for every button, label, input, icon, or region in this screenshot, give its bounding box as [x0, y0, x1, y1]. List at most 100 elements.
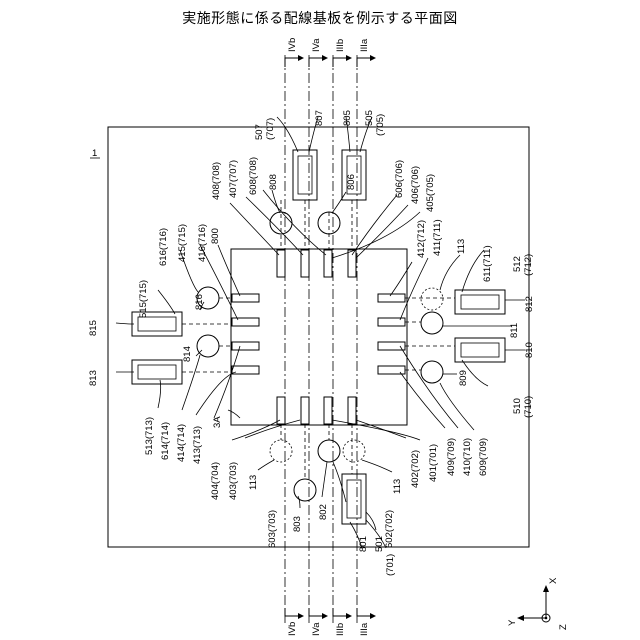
terminals-left [232, 294, 259, 374]
ref-408: 408(708) [211, 162, 222, 200]
via-802 [318, 440, 340, 462]
ref-411: 411(711) [432, 219, 443, 256]
ref-807: 807 [314, 110, 325, 126]
terminals-bottom [277, 397, 356, 424]
ref-606: 606(706) [394, 160, 405, 198]
section-label-ivb-top: IVb [287, 38, 298, 52]
section-label-iiia-bottom: IIIa [359, 622, 370, 636]
dashed-wiring [182, 200, 455, 479]
ref-405: 405(705) [425, 174, 436, 212]
pad-701 [347, 480, 361, 518]
coordinate-axes: X Y Z [507, 577, 569, 630]
pad-513 [132, 360, 182, 384]
via-113-right [421, 288, 443, 310]
via-811 [421, 312, 443, 334]
ref-413: 413(713) [192, 426, 203, 464]
ref-801: 801 [358, 536, 369, 552]
ref-811: 811 [509, 323, 520, 338]
ref-602: 602(702) [384, 510, 395, 548]
ref-810: 810 [524, 342, 535, 358]
section-label-iiib-top: IIIb [335, 39, 346, 52]
component-label: 800 [210, 228, 221, 244]
ref-515: 515(715) [138, 280, 149, 318]
z-axis-label: Z [558, 624, 569, 630]
section-label-ivb-bottom: IVb [287, 622, 298, 636]
figure-number: 1 [92, 148, 97, 159]
section-labels-bottom: IVb IVa IIIb IIIa [287, 622, 370, 636]
ref-416: 416(716) [197, 224, 208, 262]
via-113-bottom-left [270, 440, 292, 462]
ref-609: 609(709) [478, 438, 489, 476]
section-label-iiia-top: IIIa [359, 38, 370, 52]
ref-712: (712) [523, 254, 534, 276]
ref-614: 614(714) [160, 422, 171, 460]
ref-710: (710) [523, 396, 534, 418]
leader-lines [116, 117, 525, 548]
ref-812: 812 [524, 296, 535, 312]
substrate-outline [108, 127, 529, 547]
pad-712 [461, 295, 499, 309]
ref-414: 414(714) [176, 424, 187, 462]
section-arrows-top [285, 55, 376, 67]
ref-404: 404(704) [210, 462, 221, 500]
ref-410: 410(710) [462, 438, 473, 476]
terminals-right [378, 294, 405, 374]
ref-403: 403(703) [228, 462, 239, 500]
via-803 [294, 479, 316, 501]
ref-608: 608(708) [248, 157, 259, 195]
pad-713 [138, 365, 176, 379]
pad-710 [461, 343, 499, 357]
ref-616: 616(716) [158, 228, 169, 266]
ref-412: 412(712) [416, 220, 427, 258]
ref-501: 501 [374, 536, 385, 552]
section-label-iva-bottom: IVa [311, 622, 322, 636]
ref-815: 815 [88, 320, 99, 336]
ref-409: 409(709) [446, 438, 457, 476]
ref-806: 806 [346, 174, 357, 190]
ref-803: 803 [292, 516, 303, 532]
x-axis-arrow [543, 585, 549, 592]
section-arrows-bottom [285, 608, 376, 619]
pad-510 [455, 338, 505, 362]
ref-406: 406(706) [410, 166, 421, 204]
ref-513: 513(713) [144, 417, 155, 455]
pad-715 [138, 317, 176, 331]
y-axis-label: Y [507, 619, 518, 626]
ref-802: 802 [318, 504, 329, 520]
pad-507 [293, 150, 317, 200]
ref-611: 611(711) [482, 245, 493, 282]
via-113-bottom-right [343, 440, 365, 462]
ref-701: (701) [385, 554, 396, 576]
ref-113-bottom-right: 113 [392, 479, 403, 494]
ref-415: 415(715) [177, 224, 188, 262]
ref-510: 510 [512, 398, 523, 414]
ref-805: 805 [342, 110, 353, 126]
x-axis-label: X [548, 577, 559, 584]
ref-809: 809 [458, 370, 469, 386]
ref-401: 401(701) [428, 444, 439, 482]
via-809 [421, 361, 443, 383]
ref-402: 402(702) [410, 450, 421, 488]
ref-512: 512 [512, 256, 523, 272]
ref-603: 603(703) [267, 510, 278, 548]
ref-507: 507 [254, 124, 265, 140]
ref-707: (707) [265, 118, 276, 140]
y-axis-arrow [517, 615, 524, 621]
ref-705: (705) [375, 114, 386, 136]
ref-407: 407(707) [228, 160, 239, 198]
pad-707 [298, 156, 312, 194]
ref-505: 505 [364, 110, 375, 126]
section-label-iva-top: IVa [311, 38, 322, 52]
component-id: 3A [212, 416, 223, 428]
ref-813: 813 [88, 370, 99, 386]
ref-816: 816 [194, 294, 205, 310]
via-814 [197, 335, 219, 357]
ref-113-bottom-left: 113 [248, 475, 259, 490]
pad-512 [455, 290, 505, 314]
section-labels-top: IVb IVa IIIb IIIa [287, 38, 370, 52]
ref-113-right: 113 [456, 239, 467, 254]
ref-814: 814 [182, 346, 193, 362]
ref-808: 808 [268, 174, 279, 190]
section-label-iiib-bottom: IIIb [335, 623, 346, 636]
